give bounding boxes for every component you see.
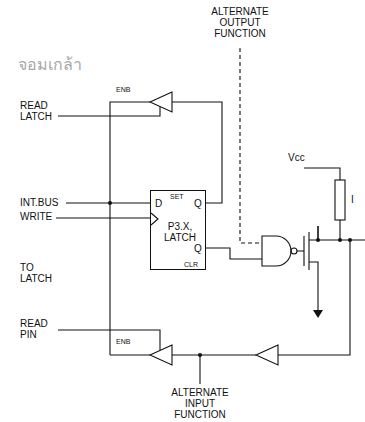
clock-wire [56, 217, 150, 218]
read-latch-enable-wire [58, 107, 160, 116]
partial-text: I [351, 194, 354, 205]
signal-name: WRITE [20, 211, 52, 222]
ground-arrow [313, 310, 323, 318]
pin-name: D [155, 198, 162, 209]
alt-output-wire [240, 48, 262, 243]
signal-name: ALTERNATE OUTPUT FUNCTION [205, 6, 275, 39]
junction-dot [108, 201, 112, 205]
fet-symbol [297, 226, 318, 298]
pin-name: Q [194, 243, 202, 254]
resistor-symbol [335, 180, 345, 220]
buffer-symbol [256, 345, 278, 365]
enable-name: ENB [116, 338, 130, 346]
pin-name: CLR [184, 261, 198, 269]
read-pin-output-wire [110, 354, 150, 355]
junction-dot [348, 238, 352, 242]
junction-dot [198, 353, 202, 357]
signal-name: ALTERNATE INPUT FUNCTION [165, 387, 235, 420]
signal-name: INT.BUS [20, 197, 58, 208]
ground-wire [317, 298, 318, 312]
pullup-wire [304, 168, 365, 240]
junction-dot [316, 238, 320, 242]
supply-name: Vcc [288, 152, 305, 163]
pin-name: Q [194, 198, 202, 209]
internal-bus-wire [110, 102, 150, 355]
buffer-link-wire [172, 354, 256, 355]
latch-name: P3.X, LATCH [163, 221, 197, 243]
nand-gate [262, 236, 291, 266]
alt-input-wire [199, 355, 200, 384]
pin-name: SET [170, 193, 184, 201]
enable-name: ENB [116, 86, 130, 94]
q-feedback-wire [172, 102, 222, 203]
junction-dot [338, 238, 342, 242]
pin-wire [278, 240, 350, 355]
buffer-symbol [150, 92, 172, 112]
watermark: จอมเกล้า [18, 56, 82, 74]
read-pin-enable-wire [58, 330, 160, 350]
signal-name: TO LATCH [20, 262, 65, 284]
signal-name: READ LATCH [20, 100, 60, 122]
inverter-bubble [291, 248, 297, 254]
clock-symbol [150, 212, 160, 226]
signal-name: READ PIN [20, 318, 56, 340]
q-to-nand-wire [206, 248, 262, 259]
buffer-symbol [150, 345, 172, 365]
latch-box: DSETQP3.X, LATCHQCLR [150, 190, 206, 270]
